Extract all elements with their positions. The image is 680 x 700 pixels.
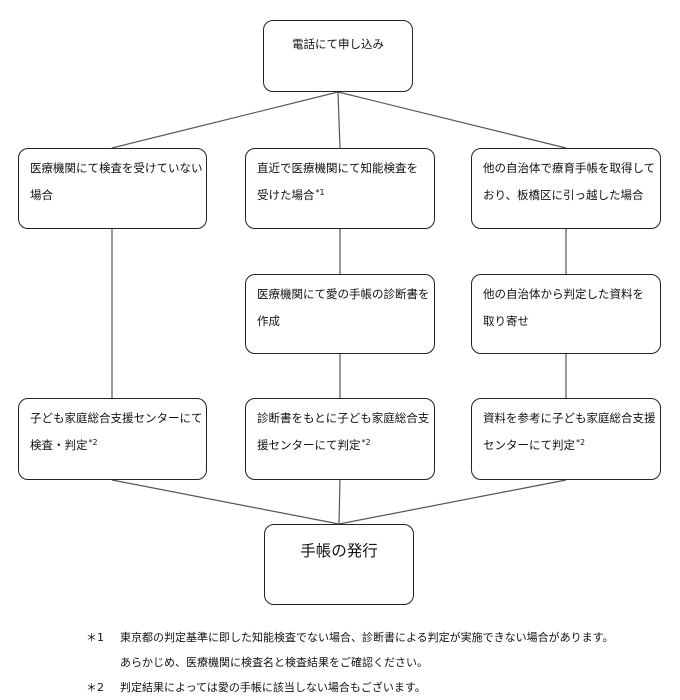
footnote-1-continuation: あらかじめ、医療機関に検査名と検査結果をご確認ください。 — [120, 654, 428, 670]
node-text-line: 子ども家庭総合支援センターにて — [30, 411, 203, 425]
node-text-line: 資料を参考に子ども家庭総合支援 — [483, 411, 656, 425]
branch-1-condition-node: 医療機関にて検査を受けていない 場合 — [18, 148, 207, 229]
node-text-line: 場合 — [30, 188, 53, 202]
footnote-mark: ＊2 — [86, 681, 104, 694]
node-text-line: 他の自治体で療育手帳を取得して — [483, 161, 656, 175]
branch-3-condition-node: 他の自治体で療育手帳を取得して おり、板橋区に引っ越した場合 — [471, 148, 661, 229]
footnote-mark: ＊1 — [86, 631, 104, 644]
branch-2-action-node: 医療機関にて愛の手帳の診断書を 作成 — [245, 274, 435, 354]
branch-3-judgement-node: 資料を参考に子ども家庭総合支援 センターにて判定*2 — [471, 398, 661, 480]
node-text-line: 医療機関にて検査を受けていない — [30, 161, 203, 175]
start-label: 電話にて申し込み — [292, 37, 384, 51]
node-text: 援センターにて判定 — [257, 438, 361, 452]
footnote-text: あらかじめ、医療機関に検査名と検査結果をご確認ください。 — [120, 656, 428, 669]
node-text-line: 医療機関にて愛の手帳の診断書を — [257, 287, 430, 301]
end-label: 手帳の発行 — [300, 542, 378, 560]
node-text: 受けた場合 — [257, 188, 315, 202]
branch-3-action-node: 他の自治体から判定した資料を 取り寄せ — [471, 274, 661, 354]
footnote-ref: *1 — [315, 188, 325, 197]
branch-2-judgement-node: 診断書をもとに子ども家庭総合支 援センターにて判定*2 — [245, 398, 435, 480]
start-node: 電話にて申し込み — [263, 20, 413, 92]
branch-1-judgement-node: 子ども家庭総合支援センターにて 検査・判定*2 — [18, 398, 207, 480]
node-text-line: 直近で医療機関にて知能検査を — [257, 161, 418, 175]
node-text-line: おり、板橋区に引っ越した場合 — [483, 188, 644, 202]
node-text-line: 取り寄せ — [483, 314, 529, 328]
node-text-line: 検査・判定*2 — [30, 432, 196, 459]
node-text-line: 診断書をもとに子ども家庭総合支 — [257, 411, 430, 425]
node-text: センターにて判定 — [483, 438, 575, 452]
node-text-line: 他の自治体から判定した資料を — [483, 287, 644, 301]
footnote-ref: *2 — [576, 438, 586, 447]
branch-2-condition-node: 直近で医療機関にて知能検査を 受けた場合*1 — [245, 148, 435, 229]
footnote-ref: *2 — [88, 438, 98, 447]
footnote-2: ＊2 判定結果によっては愛の手帳に該当しない場合もございます。 — [86, 679, 426, 695]
footnote-ref: *2 — [361, 438, 371, 447]
footnote-text: 東京都の判定基準に即した知能検査でない場合、診断書による判定が実施できない場合が… — [120, 631, 614, 644]
node-text-line: 作成 — [257, 314, 280, 328]
footnote-text: 判定結果によっては愛の手帳に該当しない場合もございます。 — [120, 681, 426, 694]
node-text: 検査・判定 — [30, 438, 88, 452]
end-node: 手帳の発行 — [264, 524, 414, 605]
node-text-line: 援センターにて判定*2 — [257, 432, 424, 459]
node-text-line: センターにて判定*2 — [483, 432, 650, 459]
footnote-1: ＊1 東京都の判定基準に即した知能検査でない場合、診断書による判定が実施できない場… — [86, 629, 614, 645]
node-text-line: 受けた場合*1 — [257, 182, 424, 209]
